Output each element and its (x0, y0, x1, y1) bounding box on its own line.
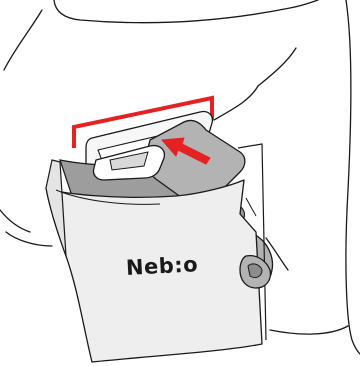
brand-logo-text: Neb:o (125, 252, 198, 280)
